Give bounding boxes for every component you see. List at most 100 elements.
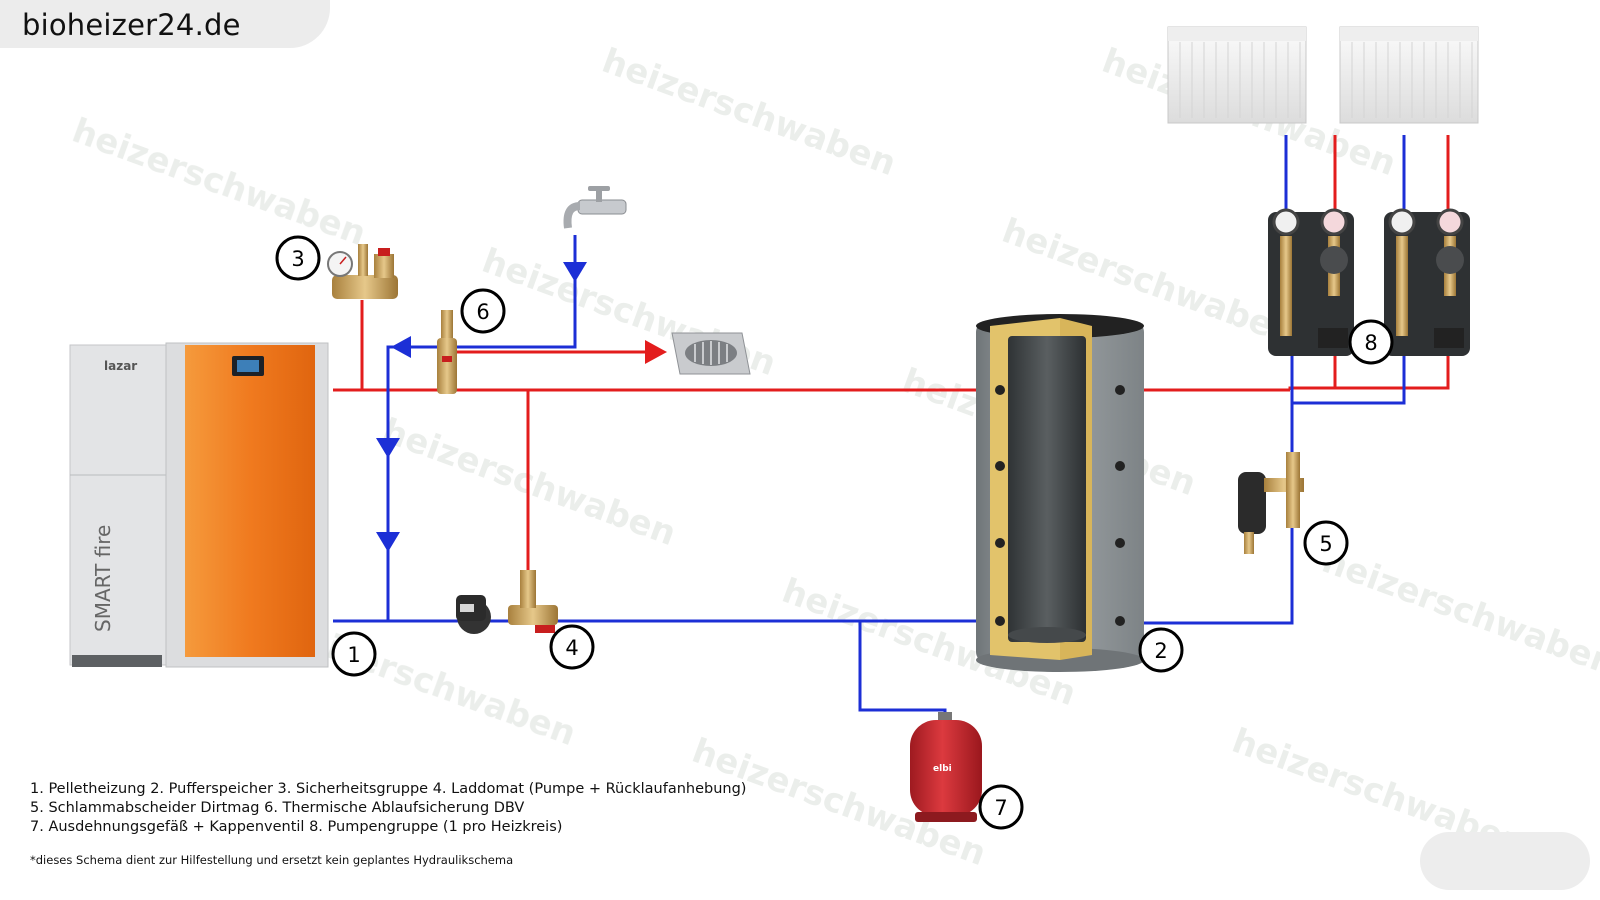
separator-valve [1286, 452, 1300, 528]
marker-6: 6 [460, 288, 506, 334]
watermark: heizerschwaben [597, 41, 901, 184]
dirt-separator [1238, 452, 1304, 554]
watermark: heizerschwaben [67, 111, 371, 254]
radiator-panel [1167, 26, 1307, 124]
tap-stem [596, 190, 602, 202]
pellet-hopper [69, 344, 167, 666]
mixing-valve [508, 605, 558, 625]
watermark-text: heizerschwaben [597, 41, 901, 184]
drain-slots [694, 341, 728, 365]
corner-blob [1420, 832, 1590, 890]
radiator-1 [1167, 26, 1307, 124]
laddomat [456, 570, 558, 634]
valve-handle [535, 625, 555, 633]
pump-base [1434, 328, 1464, 348]
marker-7: 7 [978, 784, 1024, 830]
pipes [333, 135, 1450, 718]
tank-interior [1008, 336, 1086, 642]
vessel-feet [915, 812, 977, 822]
pump-label [460, 604, 474, 612]
marker-5: 5 [1303, 520, 1349, 566]
pellet-boiler: lazar SMART fire [69, 342, 329, 668]
marker-6-label: 6 [476, 300, 489, 324]
marker-8-label: 8 [1364, 331, 1377, 355]
separator-body [1238, 472, 1266, 534]
marker-3: 3 [275, 235, 321, 281]
radiator-fins [1351, 42, 1473, 118]
display-screen [237, 360, 259, 372]
return-pipe-heating [1120, 355, 1294, 625]
radiator-top [1340, 27, 1478, 41]
marker-1: 1 [331, 631, 377, 677]
flow-pipe-group-2 [1335, 355, 1450, 390]
tap-spout [563, 202, 581, 229]
arrow-down-icon [376, 438, 400, 458]
boiler-front-panel [185, 345, 315, 657]
boiler-model: SMART fire [91, 525, 115, 632]
marker-4-label: 4 [565, 636, 578, 660]
radiator-2 [1339, 26, 1479, 124]
legend-line-1: 1. Pelletheizung 2. Pufferspeicher 3. Si… [30, 781, 747, 797]
arrow-down-icon [376, 532, 400, 552]
expansion-vessel: elbi [910, 712, 982, 822]
dbv-knob [442, 356, 452, 362]
vessel-body [910, 720, 982, 816]
pump-base [1318, 328, 1348, 348]
water-tap [563, 186, 627, 229]
site-header: bioheizer24.de [0, 0, 330, 48]
marker-1-label: 1 [347, 643, 360, 667]
air-vent [358, 244, 368, 276]
thermometer-return [1272, 208, 1300, 236]
return-pipe-brass [1396, 236, 1408, 336]
floor-drain [671, 332, 751, 375]
marker-5-label: 5 [1319, 532, 1332, 556]
site-title: bioheizer24.de [22, 8, 241, 42]
radiator-fins [1179, 42, 1301, 118]
pump-head [1436, 246, 1464, 274]
vessel-valve [938, 712, 952, 722]
dbv-cold-pipe [386, 345, 455, 621]
watermark-text: heizerschwaben [67, 111, 371, 254]
mixing-valve-stem [520, 570, 536, 608]
gauge-needle [339, 256, 347, 265]
boiler-brand: lazar [104, 359, 137, 373]
thermometer-return [1388, 208, 1416, 236]
radiator-top [1168, 27, 1306, 41]
marker-4: 4 [549, 624, 595, 670]
watermark: heizerschwaben [1317, 541, 1600, 684]
tank-connections [995, 385, 1125, 626]
watermark-text: heizerschwaben [1317, 541, 1600, 684]
separator-drain [1244, 532, 1254, 554]
flow-arrows [376, 262, 667, 552]
thermometer-flow [1320, 208, 1348, 236]
marker-3-label: 3 [291, 247, 304, 271]
tank-interior-bottom [1008, 627, 1086, 643]
marker-2: 2 [1138, 627, 1184, 673]
vessel-brand: elbi [933, 764, 952, 774]
pump-group-1 [1268, 208, 1354, 356]
arrow-right-icon [645, 340, 667, 364]
thermometer-flow [1436, 208, 1464, 236]
return-pipe-brass [1280, 236, 1292, 336]
dbv-body [437, 338, 457, 394]
thermal-discharge-valve [437, 310, 457, 394]
legend-line-2: 5. Schlammabscheider Dirtmag 6. Thermisc… [30, 800, 525, 816]
safety-valve [374, 254, 394, 278]
flow-pipe-group-1 [1288, 355, 1337, 390]
pump-head [1320, 246, 1348, 274]
tap-handle [588, 186, 610, 191]
safety-group [327, 244, 398, 299]
buffer-tank [976, 314, 1144, 672]
number-markers: 1 2 3 4 5 6 7 8 [275, 235, 1394, 830]
legend-line-3: 7. Ausdehnungsgefäß + Kappenventil 8. Pu… [30, 819, 563, 835]
valve-cap [378, 248, 390, 256]
safety-group-body [332, 275, 398, 299]
marker-8: 8 [1348, 319, 1394, 365]
marker-7-label: 7 [994, 796, 1007, 820]
hopper-foot [72, 655, 162, 667]
return-pipe-group-2 [1292, 355, 1406, 405]
arrow-down-icon [563, 262, 587, 282]
tap-body [577, 199, 627, 215]
